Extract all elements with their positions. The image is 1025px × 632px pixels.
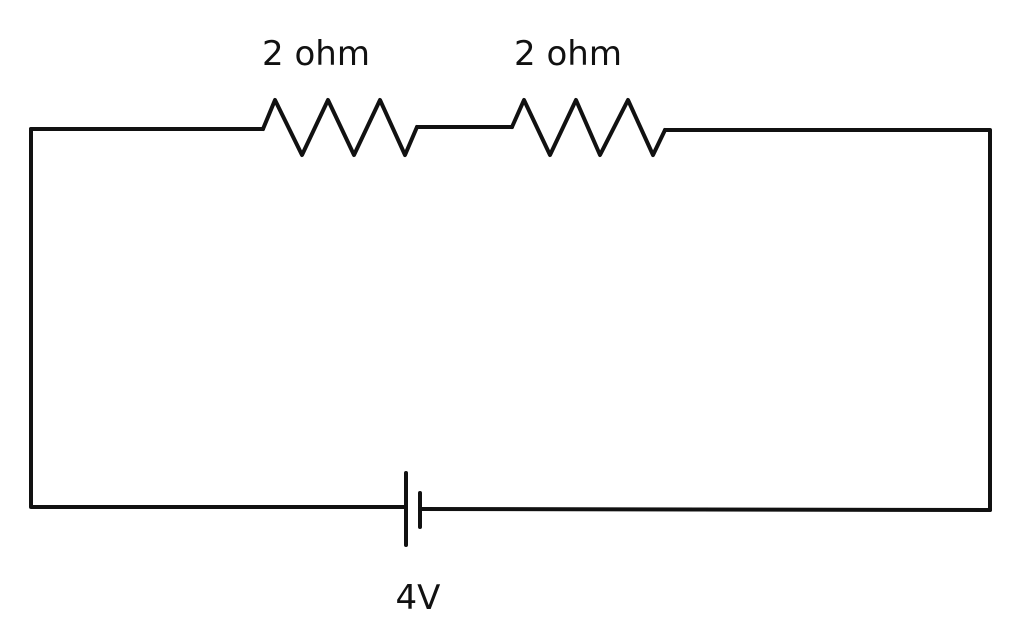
- wire-bottom-right: [418, 507, 992, 512]
- resistor-1-label: 2 ohm: [262, 34, 370, 74]
- resistor-2: [510, 98, 667, 157]
- wire-top-right: [663, 128, 992, 512]
- resistor-2-label: 2 ohm: [514, 34, 622, 74]
- wire-left: [29, 127, 408, 509]
- resistor-1: [261, 98, 419, 157]
- battery-label: 4V: [395, 578, 441, 618]
